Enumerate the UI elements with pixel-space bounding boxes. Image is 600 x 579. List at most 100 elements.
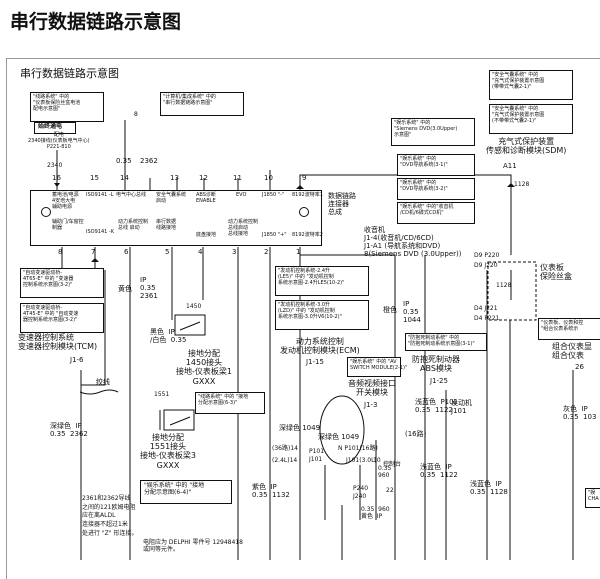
note-entertainment-4-text: "娱乐系统" 中的"收音机 /CD机/6碟式CD机"	[400, 204, 454, 216]
note-cha-text: "娱 CHA	[588, 490, 599, 502]
conn-j101: J101	[309, 456, 323, 463]
fusebox-d4p221: D4 P221	[474, 315, 500, 322]
note-entertainment-4: "娱乐系统" 中的"收音机 /CD机/6碟式CD机"	[397, 202, 475, 224]
dlc-bot-cell-1: 辅助门/车窗控 制器	[52, 219, 84, 231]
note-entertainment-2-text: "娱乐系统" 中的 "DVD导航系统(3-1)"	[400, 156, 448, 168]
av-switch-pin: J1-3	[364, 401, 378, 409]
dlc-pin-6: 6	[124, 248, 129, 256]
note-entertainment-2: "娱乐系统" 中的 "DVD导航系统(3-1)"	[397, 154, 475, 176]
ground-1551-icon	[164, 410, 194, 430]
abs-label: 防抱死制动器 ABS模块	[412, 355, 460, 374]
wire-035: 0.35	[116, 157, 132, 165]
note-engine-1: "发动机控制系统-2.4升 (LE5)" 中的 "发动机控制 系统示意图-2.4…	[275, 266, 369, 296]
fusebox-label: 仪表板 保险丝盒	[540, 263, 572, 282]
console-label: 控制台	[383, 461, 402, 468]
dlc-pin-1: 1	[296, 248, 301, 256]
diagram-title: 串行数据链路示意图	[20, 67, 119, 80]
note-auto-trans-2: "自动变速驱动桥- 4T45-E" 中的 "自动变速 器控制系统示意图(3-2)…	[20, 303, 104, 333]
note-abs: "防抱死制动系统" 中的 "防抱死制动系统示意图(3-1)"	[405, 333, 487, 351]
note-auto-trans-2-text: "自动变速驱动桥- 4T45-E" 中的 "自动变速 器控制系统示意图(3-2)…	[23, 305, 79, 323]
engine-connector: 发动机 J101	[451, 399, 472, 416]
dlc-hole-right	[299, 207, 309, 217]
dlc-pin-15: 15	[90, 174, 99, 182]
radio-label: 收音机 J1-4(收音机/CD/6CD) J1-A1 (导航系统和DVD) 8(…	[364, 226, 462, 259]
conn-22: 22	[386, 487, 394, 494]
note-ground-2: "娱乐系统" 中的 "接地 分配示意图(6-4)"	[140, 480, 232, 504]
dlc-top-cell-3: 电气中心总线	[116, 192, 147, 198]
start-power-box: 始终通电	[34, 122, 76, 134]
conn-p240: P240	[353, 485, 369, 492]
dlc-top-cell-7: J1850 "-"	[262, 192, 285, 198]
note-auto-trans-1-text: "自动变速驱动桥- 4T65-E" 中的 "变速器 控制系统示意图(3-2)"	[23, 270, 74, 288]
dlc-bot-cell-5: 底盘接地	[196, 232, 217, 238]
conn-p101-16: N P101(16路)	[338, 445, 378, 452]
note-entertainment-1-text: "娱乐系统" 中的 "Siemens DVD(3.0Upper) 示意图"	[394, 120, 458, 138]
note-engine-2: "发动机控制系统-3.0升 (LZD)" 中的 "发动机控制 系统示意图-3.0…	[275, 300, 369, 330]
ground-1450-label: 接地分配 1450接头 接地-仪表板梁1 GXXX	[176, 349, 232, 386]
wire-light-blue-1: 浅蓝色 P101 0.35 1122	[415, 398, 459, 415]
abs-pin: J1-25	[430, 377, 448, 385]
fusebox-1128: 1128	[496, 282, 512, 289]
wire-black-white: 黑色 IP /白色 0.35	[150, 328, 187, 345]
diagram-frame	[6, 58, 600, 579]
note-abs-text: "防抱死制动系统" 中的 "防抱死制动系统示意图(3-1)"	[408, 335, 475, 347]
dlc-name: 数据链路 连接器 总成	[328, 192, 356, 217]
dlc-top-cell-1: 蓄电池/电源 4安培大电 辅助电源	[52, 192, 79, 210]
tcm-pin: J1-6	[70, 356, 84, 364]
wire-orange: 橙色	[383, 306, 397, 314]
sdm-pin: A11	[503, 162, 517, 170]
note-line-system-text: "线路系统" 中的 "仪表板保险丝盒电池 配电示意图"	[33, 94, 81, 112]
wire-ip-2361: IP 0.35 2361	[140, 276, 158, 301]
wire-2362: 2362	[140, 157, 158, 165]
note-entertainment-av: "娱乐系统" 中的 "AV SWITCH MODULE(2-1)"	[347, 357, 407, 377]
note-safety-airbag-1-text: "安全气囊系统" 中的 "充气式保护装置示意图 (带带式气囊2-1)"	[492, 72, 545, 90]
note-ground-1-text: "线路系统" 中的 "接地 分配示意图(6-3)"	[198, 394, 249, 406]
note-computer-integration: "计算机/集成系统" 中的 "串行数据链路示意图"	[160, 92, 244, 116]
dlc-pin-3: 3	[232, 248, 237, 256]
wire-2340: 2340	[47, 162, 63, 169]
dlc-top-cell-5: ABS诊断 ENABLE	[196, 192, 216, 204]
wire-960b: 0.35 960 黄色 IP	[361, 506, 390, 520]
note-engine-1-text: "发动机控制系统-2.4升 (LE5)" 中的 "发动机控制 系统示意图-2.4…	[278, 268, 345, 286]
fusebox-d9j220: D9 J220	[474, 262, 498, 269]
dlc-pin-9: 9	[302, 174, 307, 182]
sdm-label: 充气式保护装置 传感和诊断模块(SDM)	[486, 137, 567, 156]
wire-gray: 灰色 IP 0.35 103	[563, 405, 597, 422]
note-dash-text: "仪表板、仪表和控 "组合仪表系统示	[541, 320, 584, 332]
dlc-pin-14: 14	[120, 174, 129, 182]
dlc-bot-cell-4: 串行数据 线路接地	[156, 219, 177, 231]
dlc-hole-left	[41, 207, 51, 217]
wire-8: 8	[134, 111, 138, 118]
page-title: 串行数据链路示意图	[10, 11, 182, 33]
wire-dgreen-3: 深绿色 1049	[318, 433, 360, 441]
dlc-bot-cell-2: ISO9141 -K	[86, 229, 114, 235]
wire-960: 0.35 960	[378, 465, 392, 479]
dlc-pin-16: 16	[52, 174, 61, 182]
note-ground-2-text: "娱乐系统" 中的 "接地 分配示意图(6-4)"	[144, 482, 205, 496]
start-power-label: 始终通电	[38, 123, 63, 130]
splice-note: 2361和2362导线 之间的121欧姆电阻 应在离ALDL 连接器不超过1米 …	[82, 495, 138, 537]
wire-purple: 紫色 IP 0.35 1132	[252, 483, 290, 500]
note-ground-1: "线路系统" 中的 "接地 分配示意图(6-3)"	[195, 392, 265, 414]
resistor-note: 电阻应为 DELPHI 零件号 12948418 或同等元件。	[143, 539, 243, 553]
note-entertainment-3-text: "娱乐系统" 中的 "DVD导航系统(3-2)"	[400, 180, 448, 192]
ground-1450-num: 1450	[186, 303, 202, 310]
wire-dgreen-1: 深绿色 IP 0.35 2362	[50, 422, 88, 439]
dlc-pin-10: 10	[264, 174, 273, 182]
wire-ip-1044: IP 0.35 1044	[403, 300, 421, 325]
dlc-pin-4: 4	[198, 248, 203, 256]
dlc-connector	[30, 190, 322, 246]
note-safety-airbag-2-text: "安全气囊系统" 中的 "充气式保护装置示意图 (不带带式气囊2-1)"	[492, 106, 545, 124]
dlc-bot-cell-8: 8192波特率2	[292, 232, 323, 238]
conn-24l: (2.4L)14	[272, 457, 298, 464]
dlc-pin-8: 8	[58, 248, 63, 256]
note-computer-integration-text: "计算机/集成系统" 中的 "串行数据链路示意图"	[163, 94, 216, 106]
fuse-label: 配电 2340接线(仪表板电气中心) P221-810	[28, 132, 90, 150]
conn-10: 10	[373, 457, 381, 464]
av-switch-label: 音频视频接口 开关模块	[348, 379, 396, 398]
wiring-lines	[54, 120, 574, 560]
dlc-pin-2: 2	[264, 248, 269, 256]
wire-light-blue-3: 浅蓝色 IP 0.35 1128	[470, 480, 508, 497]
dlc-top-cell-8: 8192波特率1	[292, 192, 323, 198]
ecm-label: 动力系统控制 发动机控制模块(ECM)	[280, 337, 360, 356]
